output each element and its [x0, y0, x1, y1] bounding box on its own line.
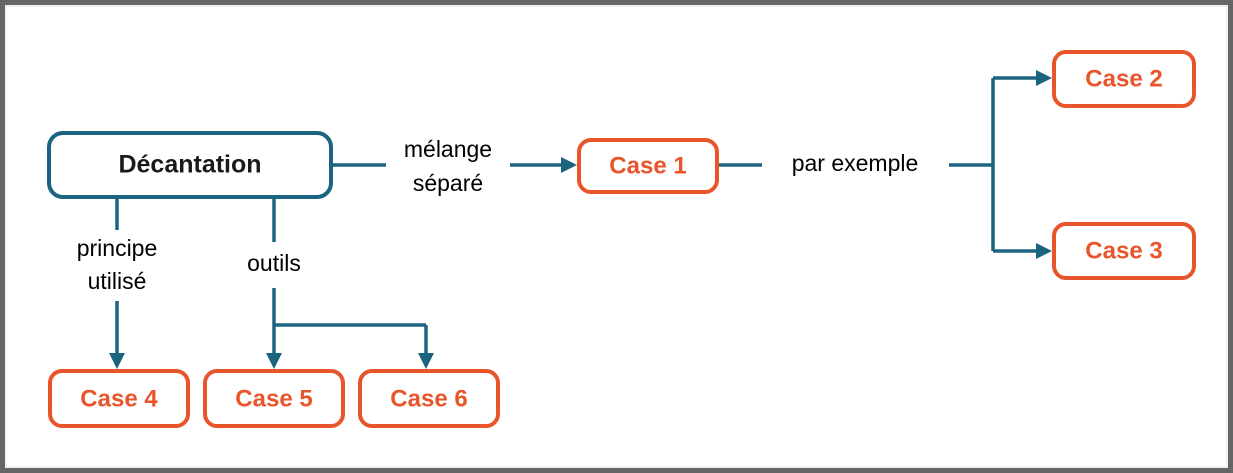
node-case-4-box	[48, 369, 190, 428]
arrowhead-to-case6	[418, 353, 434, 369]
node-case-1-label: Case 1	[609, 152, 686, 179]
node-decantation-label: Décantation	[118, 151, 261, 179]
node-case-3-label: Case 3	[1085, 237, 1162, 264]
node-case-1[interactable]: Case 1	[577, 138, 719, 194]
arrowhead-to-case4	[109, 353, 125, 369]
node-decantation[interactable]: Décantation	[47, 131, 333, 199]
node-case-1-box	[577, 138, 719, 194]
edge-label-par-exemple: par exemple	[792, 150, 919, 176]
node-case-6[interactable]: Case 6	[358, 369, 500, 428]
node-case-3-box	[1052, 222, 1196, 280]
node-case-3[interactable]: Case 3	[1052, 222, 1196, 280]
flowchart-canvas: Décantation Case 1 Case 2 Case 3 Case 4 …	[47, 50, 1196, 428]
node-case-5[interactable]: Case 5	[203, 369, 345, 428]
node-case-5-box	[203, 369, 345, 428]
node-case-6-box	[358, 369, 500, 428]
arrowhead-to-case1	[561, 157, 577, 173]
node-case-2[interactable]: Case 2	[1052, 50, 1196, 108]
node-case-4-label: Case 4	[80, 385, 158, 412]
node-case-2-label: Case 2	[1085, 65, 1162, 92]
edge-label-melange: mélange	[404, 136, 492, 162]
edge-label-utilise: utilisé	[88, 268, 147, 294]
node-decantation-box	[47, 131, 333, 199]
edge-label-separe: séparé	[413, 170, 483, 196]
arrowhead-to-case3	[1036, 243, 1052, 259]
arrowhead-to-case5	[266, 353, 282, 369]
edge-label-outils: outils	[247, 250, 301, 276]
node-case-6-label: Case 6	[390, 385, 467, 412]
arrowhead-to-case2	[1036, 70, 1052, 86]
node-case-2-box	[1052, 50, 1196, 108]
node-case-5-label: Case 5	[235, 385, 312, 412]
node-case-4[interactable]: Case 4	[48, 369, 190, 428]
edge-label-principe: principe	[77, 235, 158, 261]
